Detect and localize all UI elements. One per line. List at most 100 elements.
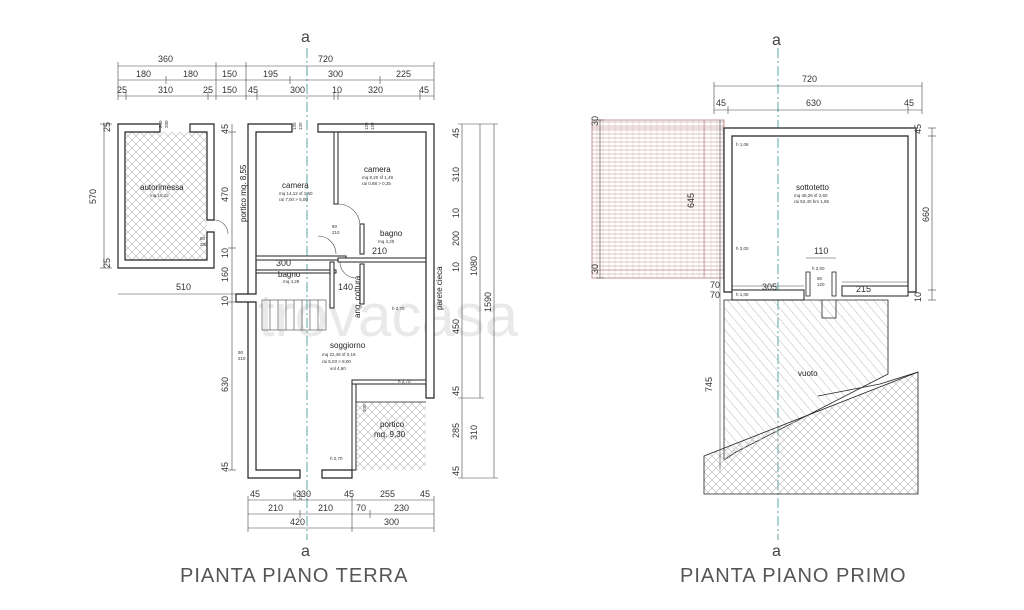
camera1-area: mq 14,12 sf 1,60 [279,191,313,196]
gf-right-310: 310 [451,167,461,182]
gf-right-45a: 45 [451,128,461,138]
gf-dim-top-320: 320 [368,85,383,95]
gf-right-1590: 1590 [483,292,493,312]
gf-right-45b: 45 [451,386,461,396]
gf-right-450: 450 [451,319,461,334]
height-note-2: h 2,70 [330,456,343,461]
gf-dim-top-150: 150 [222,69,237,79]
gf-bottom-45a: 45 [250,489,260,499]
camera2-area: mq 8,20 sf 1,49 [362,175,394,180]
ff-height-3: h 1,06 [736,292,749,297]
gf-small-200: 200 [164,120,169,128]
gf-small-240: 240 [158,120,163,128]
gf-bottom-45c: 45 [420,489,430,499]
ff-left-645: 645 [686,193,696,208]
gf-left-45a: 45 [220,124,230,134]
camera1-label: camera [282,181,309,190]
gf-small-210d: 210 [298,492,303,500]
ground-floor-plan: 360 720 180 180 150 195 300 225 25 310 2… [88,54,498,587]
gf-left-570: 570 [88,189,98,204]
ff-right-10: 10 [913,292,923,302]
gf-small-200b: 200 [200,242,208,247]
gf-dim-top-45a: 45 [248,85,258,95]
gf-small-80a: 80 [200,236,206,241]
gf-dim-top-180b: 180 [183,69,198,79]
watermark: trovacasa [258,282,519,349]
gf-bottom-230: 230 [394,503,409,513]
gf-left-10b: 10 [220,296,230,306]
ground-floor-title: PIANTA PIANO TERRA [180,565,408,587]
rear-portico-hatch [356,402,426,470]
gf-right-285: 285 [451,423,461,438]
gf-bottom-45b: 45 [344,489,354,499]
gf-left-160: 160 [220,267,230,282]
attic-label: sottotetto [796,183,829,192]
bagno1-area: mq 4,20 [378,239,395,244]
gf-bottom-330: 330 [296,489,311,499]
gf-dim-top-25b: 25 [203,85,213,95]
first-floor-plan: 720 45 630 45 sottotetto mq 45,26 sf 2,6… [590,74,936,587]
gf-small-80b: 80 [332,224,338,229]
gf-dim-top-300: 300 [328,69,343,79]
rear-portico-area: mq. 9,30 [374,430,406,439]
gf-small-210b: 210 [238,356,246,361]
front-roof [703,371,919,495]
attic-area: mq 45,26 sf 2,60 [794,193,828,198]
gf-right-1080: 1080 [469,256,479,276]
cooking-corner-label: ang. cottura [353,275,362,318]
rear-portico-label: portico [380,420,405,429]
gf-left-630: 630 [220,377,230,392]
portico-left-label: portico mq. 8,55 [239,164,248,222]
gf-small-210c: 210 [372,246,387,256]
gf-right-200: 200 [451,231,461,246]
gf-small-210a: 210 [332,230,340,235]
ff-left-70a: 70 [710,280,720,290]
gf-dim-top-720: 720 [318,54,333,64]
ff-dim-top-45a: 45 [716,98,726,108]
ff-left-745: 745 [704,377,714,392]
gf-bottom-420: 420 [290,517,305,527]
ff-height-2: h 2,00 [736,246,749,251]
gf-right-10b: 10 [451,262,461,272]
garage-hatch [125,132,207,260]
gf-small-120b: 120 [298,122,303,130]
section-mark-first-top: a [772,32,781,49]
gf-bottom-255: 255 [380,489,395,499]
ff-dim-top-720: 720 [802,74,817,84]
attic-rai: rai 52,40 hm 1,85 [794,199,830,204]
gf-small-240b: 240 [292,492,297,500]
house-outer-walls [235,123,301,479]
bagno1-label: bagno [380,229,403,238]
gf-left-45b: 45 [220,462,230,472]
camera2-rai: rai 0,88 > 0,35 [362,181,391,186]
soggiorno-area: mq 22,46 sf 0,18 [322,352,356,357]
gf-right-45c: 45 [451,466,461,476]
gf-bottom-210b: 210 [318,503,333,513]
gf-small-300: 300 [276,258,291,268]
gf-right-310b: 310 [469,425,479,440]
first-floor-title: PIANTA PIANO PRIMO [680,565,907,587]
soggiorno-rai: rai 5,03 > 8,00 [322,359,351,364]
gf-bottom-210a: 210 [268,503,283,513]
gf-bottom-300: 300 [384,517,399,527]
garage-walls [117,123,215,269]
ff-left-30a: 30 [590,116,600,126]
ff-right-45: 45 [913,124,923,134]
gf-dim-top-360: 360 [158,54,173,64]
ff-height-4: h 2,00 [812,266,825,271]
gf-dim-top-300b: 300 [290,85,305,95]
gf-left-25a: 25 [102,122,112,132]
ff-inner-305: 305 [762,282,777,292]
gf-dim-top-195: 195 [263,69,278,79]
camera1-rai: rai 7,00 > 5,00 [279,197,308,202]
ff-inner-110: 110 [814,246,828,256]
gf-dim-top-150b: 150 [222,85,237,95]
gf-bottom-70: 70 [356,503,366,513]
gf-dim-top-45b: 45 [419,85,429,95]
attic-walls [723,127,917,293]
height-note-3: h 2,70 [392,306,405,311]
blind-wall-label: parete cieca [435,266,444,310]
gf-small-120a: 120 [292,122,297,130]
ff-right-660: 660 [921,207,931,222]
gf-dim-top-10: 10 [332,85,342,95]
